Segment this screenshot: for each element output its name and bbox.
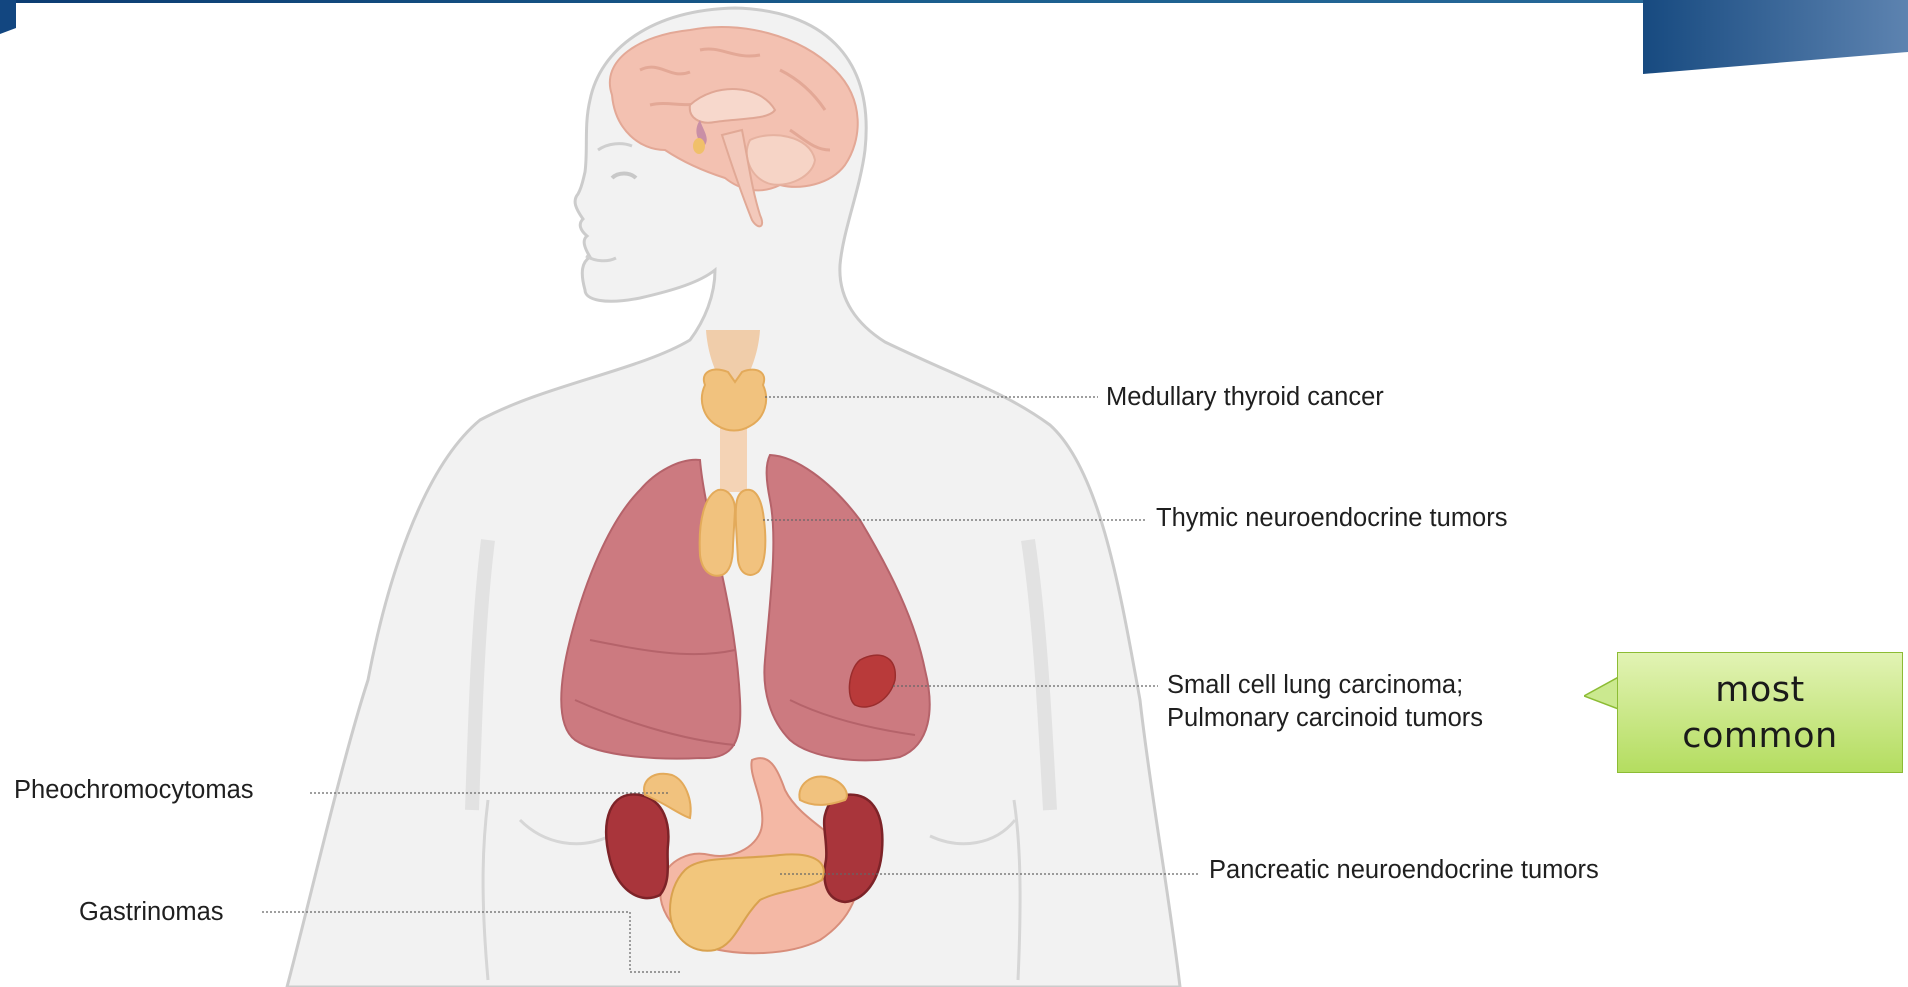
label-small-cell-lung-carcinoma: Small cell lung carcinoma; xyxy=(1167,669,1483,702)
label-pancreatic-neuroendocrine-tumors: Pancreatic neuroendocrine tumors xyxy=(1209,854,1599,887)
label-lung-tumors: Small cell lung carcinoma; Pulmonary car… xyxy=(1167,669,1483,735)
header-bar xyxy=(0,0,1908,74)
label-pulmonary-carcinoid-tumors: Pulmonary carcinoid tumors xyxy=(1167,702,1483,735)
label-gastrinomas: Gastrinomas xyxy=(79,896,224,929)
label-pheochromocytomas: Pheochromocytomas xyxy=(14,774,254,807)
label-thymic-neuroendocrine-tumors: Thymic neuroendocrine tumors xyxy=(1156,502,1507,535)
callout-text: most common xyxy=(1682,667,1837,759)
label-medullary-thyroid-cancer: Medullary thyroid cancer xyxy=(1106,381,1384,414)
most-common-callout: most common xyxy=(1617,652,1903,773)
